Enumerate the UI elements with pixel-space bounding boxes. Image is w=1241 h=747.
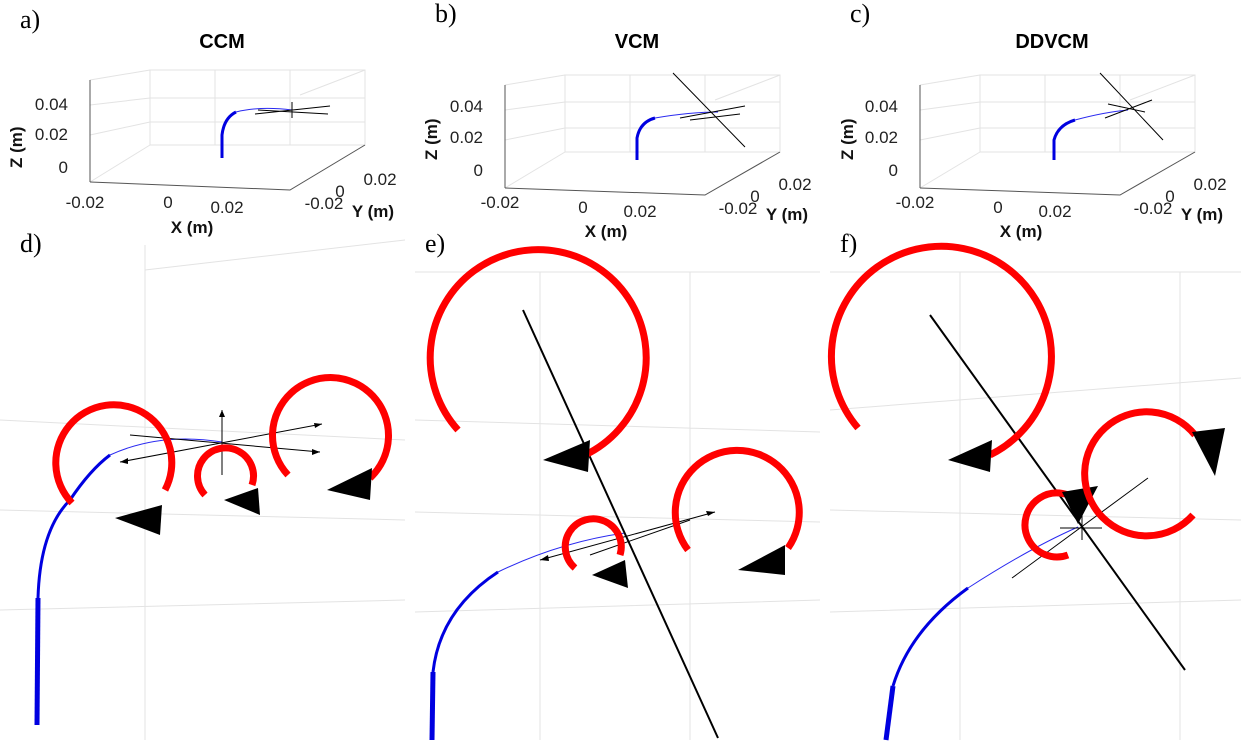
grid-box-b xyxy=(504,74,781,196)
x-axis-label-b: X (m) xyxy=(585,222,628,241)
panel-d: d) xyxy=(0,229,406,740)
z-axis-label-b: Z (m) xyxy=(422,118,441,160)
panel-c: c) DDVCM 0.04 0.02 0 Z (m) -0.02 0 0.02 … xyxy=(838,0,1227,241)
y-tick-b-1: 0 xyxy=(750,187,759,206)
moment-arrowhead-f-1 xyxy=(948,440,992,472)
x-tick-a-0: -0.02 xyxy=(66,193,105,212)
x-axis-label-c: X (m) xyxy=(1000,222,1043,241)
x-tick-c-1: 0 xyxy=(993,198,1002,217)
x-tick-b-2: 0.02 xyxy=(623,202,656,221)
x-tick-c-0: -0.02 xyxy=(896,193,935,212)
panel-label-a: a) xyxy=(20,5,40,34)
y-tick-a-2: -0.02 xyxy=(305,194,344,213)
vectors-b xyxy=(672,72,746,148)
robot-backbone-e xyxy=(429,532,626,741)
background-grid-e xyxy=(414,271,821,740)
y-tick-c-0: 0.02 xyxy=(1193,175,1226,194)
z-tick-b-2: 0 xyxy=(474,161,483,180)
x-tick-b-0: -0.02 xyxy=(481,193,520,212)
moment-ring-f-1 xyxy=(827,242,1055,459)
y-tick-c-1: 0 xyxy=(1165,187,1174,206)
moment-ring-d-2 xyxy=(194,444,257,498)
moment-ring-e-3 xyxy=(671,446,803,553)
x-axis-label-a: X (m) xyxy=(171,218,214,237)
moment-arrowhead-e-2 xyxy=(592,560,628,588)
moment-ring-f-3 xyxy=(1081,408,1198,540)
moment-arrowhead-d-3 xyxy=(327,468,372,500)
z-tick-c-1: 0.02 xyxy=(865,128,898,147)
robot-backbone-a xyxy=(220,107,293,158)
z-tick-a-1: 0.02 xyxy=(35,125,68,144)
z-tick-a-2: 0 xyxy=(59,158,68,177)
x-tick-c-2: 0.02 xyxy=(1038,202,1071,221)
moment-arrowhead-e-3 xyxy=(738,545,785,575)
moment-rings-e xyxy=(426,246,803,588)
moment-arrowhead-d-2 xyxy=(224,488,260,515)
panel-title-a: CCM xyxy=(199,31,245,53)
panel-title-c: DDVCM xyxy=(1015,31,1088,53)
z-tick-c-0: 0.04 xyxy=(865,97,898,116)
y-tick-b-2: -0.02 xyxy=(719,199,758,218)
force-vectors-d xyxy=(119,410,323,475)
grid-box-c xyxy=(919,74,1196,196)
vectors-c xyxy=(1099,72,1164,141)
vectors-a xyxy=(254,102,331,118)
moment-rings-d xyxy=(52,374,392,535)
x-tick-a-2: 0.02 xyxy=(210,198,243,217)
background-grid-d xyxy=(0,239,406,740)
force-vectors-e xyxy=(522,309,719,739)
moment-arrowhead-d-1 xyxy=(115,505,162,535)
x-tick-b-1: 0 xyxy=(578,198,587,217)
panel-b: b) VCM 0.04 0.02 0 Z (m) -0.02 0 0.02 X … xyxy=(422,0,812,241)
z-axis-label-c: Z (m) xyxy=(838,118,857,160)
background-grid-f xyxy=(829,271,1241,740)
panel-a: a) CCM 0.04 0.02 0 Z (m) -0.02 0 0.02 X … xyxy=(7,5,397,237)
grid-box-a xyxy=(89,69,366,191)
y-tick-c-2: -0.02 xyxy=(1134,199,1173,218)
panel-label-e: e) xyxy=(425,229,445,258)
panel-label-c: c) xyxy=(850,0,870,28)
z-tick-b-1: 0.02 xyxy=(450,128,483,147)
moment-ring-e-2 xyxy=(561,515,625,571)
y-tick-b-0: 0.02 xyxy=(778,175,811,194)
y-axis-label-b: Y (m) xyxy=(766,205,808,224)
moment-rings-f xyxy=(827,242,1225,561)
y-axis-label-a: Y (m) xyxy=(352,202,394,221)
moment-ring-e-1 xyxy=(426,246,650,459)
robot-backbone-d xyxy=(34,438,223,726)
z-tick-c-2: 0 xyxy=(889,161,898,180)
y-tick-a-0: 0.02 xyxy=(363,170,396,189)
x-tick-a-1: 0 xyxy=(163,193,172,212)
moment-arrowhead-e-1 xyxy=(543,440,590,472)
panel-label-b: b) xyxy=(435,0,457,28)
panel-title-b: VCM xyxy=(615,31,659,53)
robot-backbone-b xyxy=(635,111,719,160)
z-axis-label-a: Z (m) xyxy=(7,126,26,168)
robot-backbone-f xyxy=(883,526,1079,741)
moment-ring-d-3 xyxy=(269,374,392,481)
panel-label-d: d) xyxy=(20,229,42,258)
panel-label-f: f) xyxy=(840,229,857,258)
z-tick-a-0: 0.04 xyxy=(35,95,68,114)
moment-arrowhead-f-3 xyxy=(1192,428,1225,476)
moment-ring-d-1 xyxy=(52,401,176,506)
y-axis-label-c: Y (m) xyxy=(1181,205,1223,224)
panel-f: f) xyxy=(827,229,1241,741)
panel-e: e) xyxy=(414,229,821,741)
y-tick-a-1: 0 xyxy=(335,182,344,201)
z-tick-b-0: 0.04 xyxy=(450,97,483,116)
